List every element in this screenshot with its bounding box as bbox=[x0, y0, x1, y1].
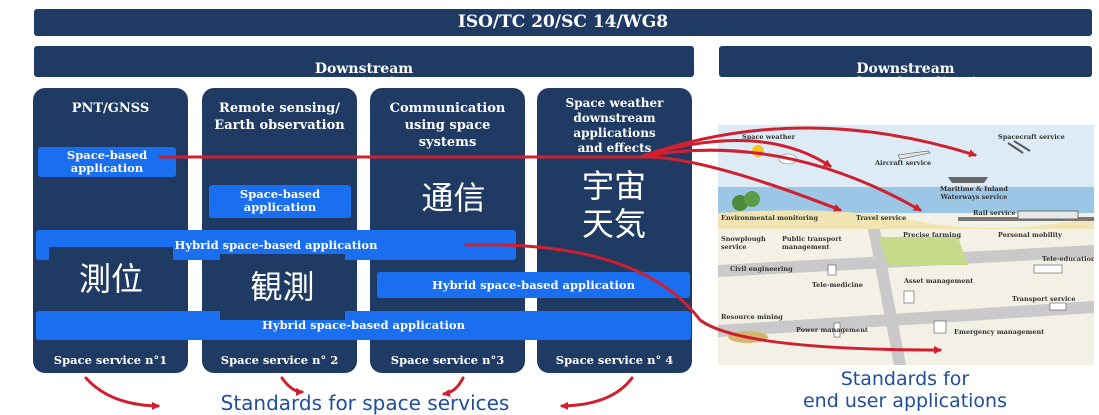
illus-label-travel-service: Travel service bbox=[856, 214, 907, 222]
column-footer: Space service n°1 bbox=[53, 353, 168, 367]
header-bar: ISO/TC 20/SC 14/WG8 bbox=[34, 9, 1092, 36]
illus-label-tele-medicine: Tele-medicine bbox=[812, 281, 863, 289]
space-based-application-eo: Space-based application bbox=[209, 185, 351, 218]
section-title-applications: Downstream space-based applications bbox=[807, 61, 1004, 91]
column-footer: Space service n°3 bbox=[390, 353, 505, 367]
illus-label-rail-service: Rail service bbox=[973, 209, 1016, 217]
arrow-to-maritime bbox=[638, 126, 977, 159]
illus-label-public-transport: Public transport management bbox=[782, 235, 842, 251]
arrow-col4-to-standards bbox=[560, 376, 634, 410]
illus-label-personal-mobility: Personal mobility bbox=[998, 231, 1062, 239]
arrow-to-farming bbox=[638, 148, 922, 212]
column-footer: Space service n° 2 bbox=[220, 353, 339, 367]
arrow-gnss-to-apps bbox=[158, 155, 842, 212]
hybrid-application-bottom: Hybrid space-based application bbox=[36, 311, 691, 340]
power-icon bbox=[833, 322, 841, 338]
jp-label-space-weather: 宇宙 天気 bbox=[551, 164, 677, 246]
ship-icon bbox=[948, 177, 988, 183]
satellite-icon bbox=[1007, 140, 1031, 154]
illus-label-space-weather: Space weather bbox=[742, 133, 796, 141]
column-title: PNT/GNSS bbox=[71, 101, 150, 116]
caption-space-services: Standards for space services bbox=[220, 391, 510, 415]
hybrid-application-mid: Hybrid space-based application bbox=[377, 272, 690, 298]
illus-label-precise-farming: Precise farming bbox=[903, 231, 961, 239]
illus-label-asset-management: Asset management bbox=[904, 277, 974, 285]
space-based-application-gnss: Space-based application bbox=[38, 147, 176, 177]
jp-label-observation: 観測 bbox=[220, 254, 345, 320]
illus-label-emergency-management: Emergency management bbox=[954, 328, 1045, 336]
illus-label-civil-engineering: Civil engineering bbox=[730, 265, 793, 273]
column-title: Remote sensing/ Earth observation bbox=[214, 101, 345, 133]
illus-label-maritime: Maritime & Inland Waterways service bbox=[940, 185, 1008, 201]
illus-label-power-management: Power management bbox=[796, 326, 868, 334]
arrow-col1-to-standards bbox=[84, 376, 160, 410]
illus-label-snowplough: Snowplough service bbox=[721, 235, 766, 251]
section-title-space-services: Downstream space services bbox=[308, 61, 420, 91]
column-title: Space weather downstream applications an… bbox=[565, 96, 664, 155]
caption-end-user-applications: Standards for end user applications bbox=[802, 368, 1008, 412]
arrow-col3-to-standards bbox=[442, 376, 465, 397]
jp-label-communication: 通信 bbox=[390, 166, 517, 230]
column-title: Communication using space systems bbox=[389, 101, 506, 150]
jp-label-positioning: 測位 bbox=[49, 247, 173, 311]
section-bar-applications: Downstream space-based applications bbox=[719, 46, 1092, 90]
section-bar-space-services: Downstream space services bbox=[34, 46, 694, 90]
illus-label-environmental-monitoring: Environmental monitoring bbox=[721, 214, 819, 222]
aircraft-icon bbox=[897, 150, 931, 160]
illus-label-tele-education: Tele-education bbox=[1042, 255, 1094, 263]
illus-label-spacecraft-service: Spacecraft service bbox=[998, 133, 1065, 141]
bus-icon bbox=[1049, 302, 1067, 311]
illus-label-transport-service: Transport service bbox=[1012, 295, 1076, 303]
column-footer: Space service n° 4 bbox=[555, 353, 674, 367]
illus-label-resource-mining: Resource mining bbox=[721, 313, 783, 321]
building-icon bbox=[827, 264, 837, 276]
arrow-col2-to-standards bbox=[280, 376, 304, 396]
illus-label-aircraft-service: Aircraft service bbox=[875, 159, 932, 167]
arrow-hybrid-to-emergency bbox=[464, 243, 942, 354]
header-title: ISO/TC 20/SC 14/WG8 bbox=[457, 12, 669, 32]
